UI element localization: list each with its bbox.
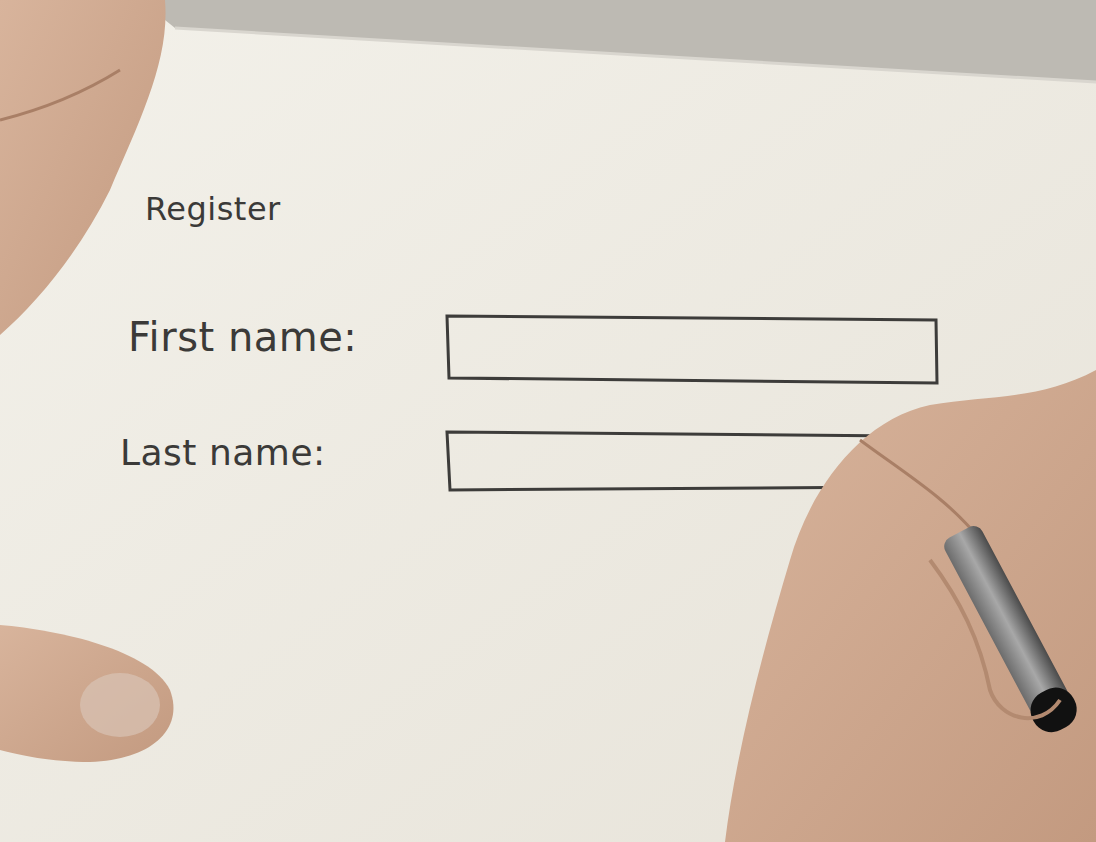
field-label: First name: <box>128 314 357 360</box>
paper-edge <box>175 28 1096 82</box>
left-thumb <box>0 625 173 762</box>
input-field <box>447 316 937 383</box>
right-hand <box>725 370 1096 842</box>
left-hand-fingers <box>0 0 166 335</box>
field-label: Last name: <box>120 432 326 473</box>
marker-pen <box>939 522 1084 740</box>
desk-surface <box>140 0 1096 82</box>
finger-over-pen <box>930 560 1060 718</box>
thumb-nail <box>80 673 160 737</box>
finger-crease <box>0 70 120 120</box>
knuckle-crease <box>860 440 980 540</box>
form-heading: Register <box>145 190 281 228</box>
